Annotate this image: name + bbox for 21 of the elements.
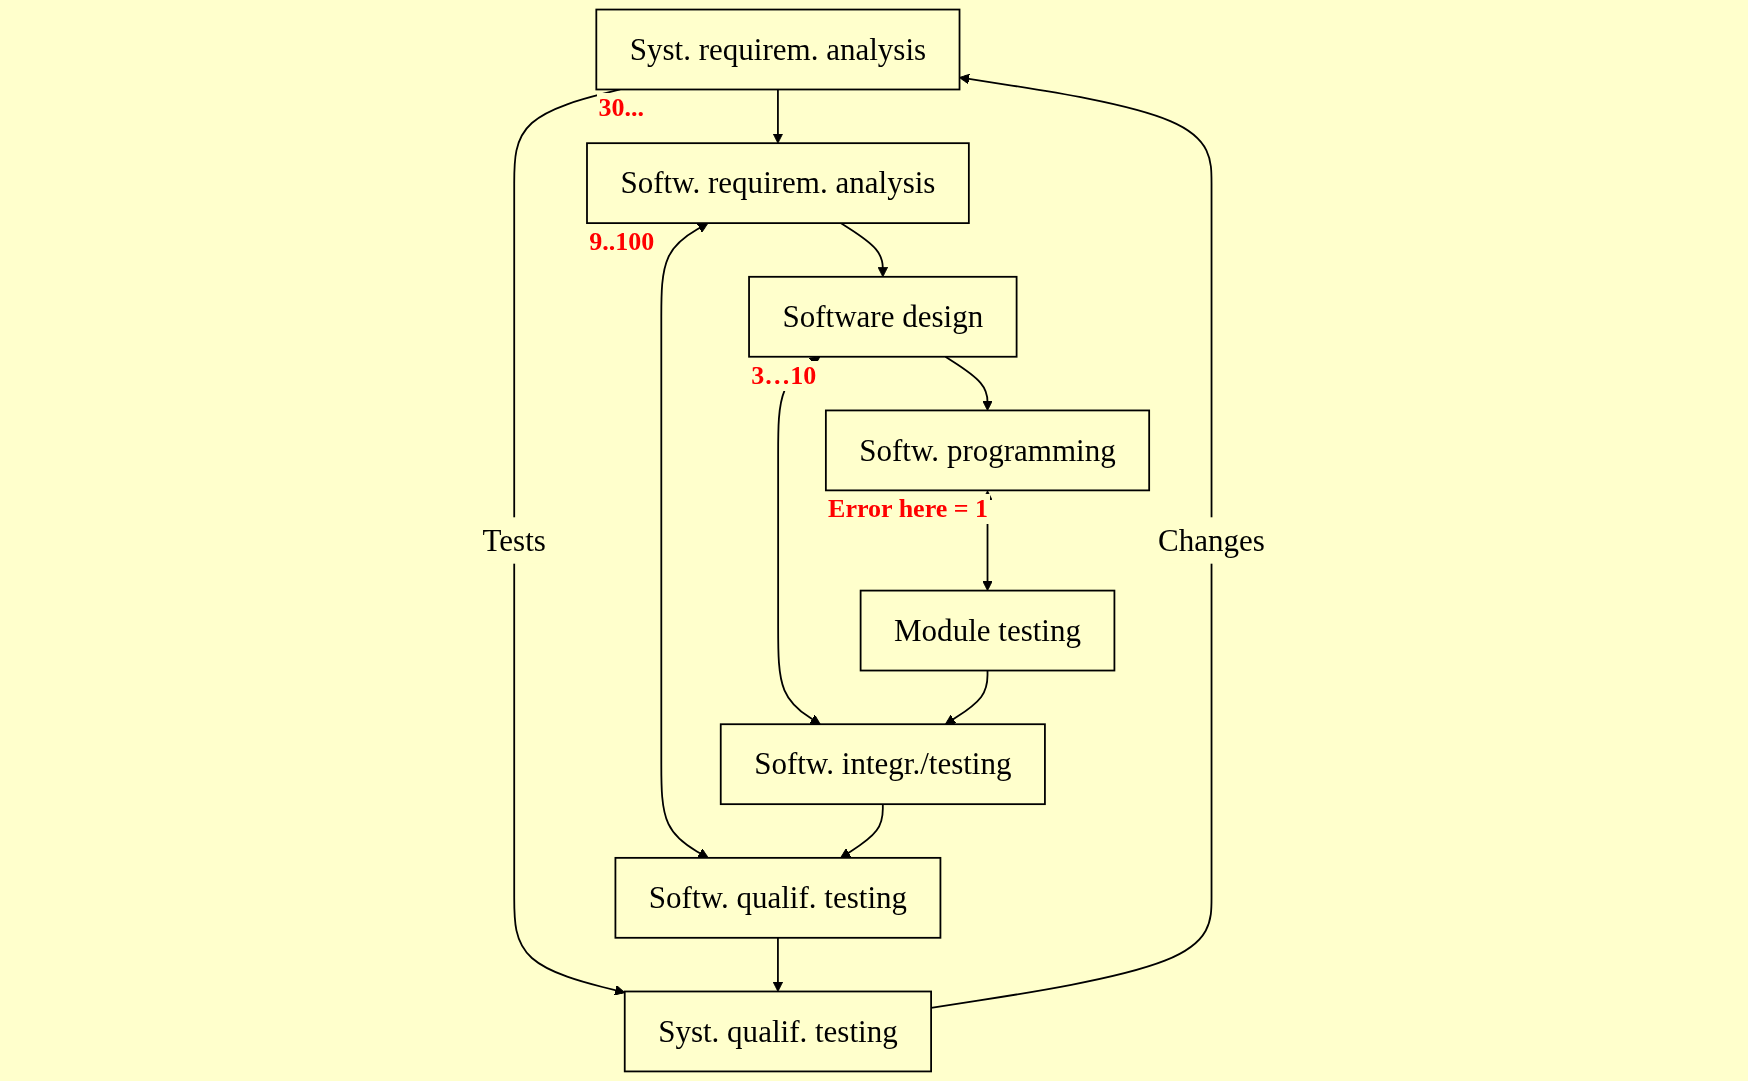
node-box: Software design bbox=[748, 275, 1018, 358]
edge-label: Tests bbox=[482, 523, 547, 558]
arrow bbox=[660, 222, 709, 859]
node-box: Softw. qualif. testing bbox=[614, 856, 942, 939]
edge-label: Changes bbox=[1158, 523, 1266, 558]
node-box: Syst. qualif. testing bbox=[624, 990, 933, 1073]
node-box: Syst. requirem. analysis bbox=[595, 8, 961, 91]
arrow bbox=[772, 936, 784, 992]
arrow bbox=[945, 669, 989, 725]
arrow bbox=[772, 88, 784, 144]
annotation-text: 3…10 bbox=[749, 360, 819, 391]
node-box: Softw. requirem. analysis bbox=[586, 142, 970, 225]
arrow bbox=[513, 88, 626, 996]
arrow bbox=[944, 355, 993, 411]
arrow bbox=[840, 222, 889, 278]
arrow bbox=[777, 356, 821, 725]
node-box: Softw. programming bbox=[825, 409, 1151, 492]
arrow bbox=[840, 803, 884, 859]
node-box: Module testing bbox=[859, 589, 1116, 672]
node-box: Softw. integr./testing bbox=[720, 723, 1047, 806]
annotation-text: Error here = 1 bbox=[826, 494, 991, 525]
